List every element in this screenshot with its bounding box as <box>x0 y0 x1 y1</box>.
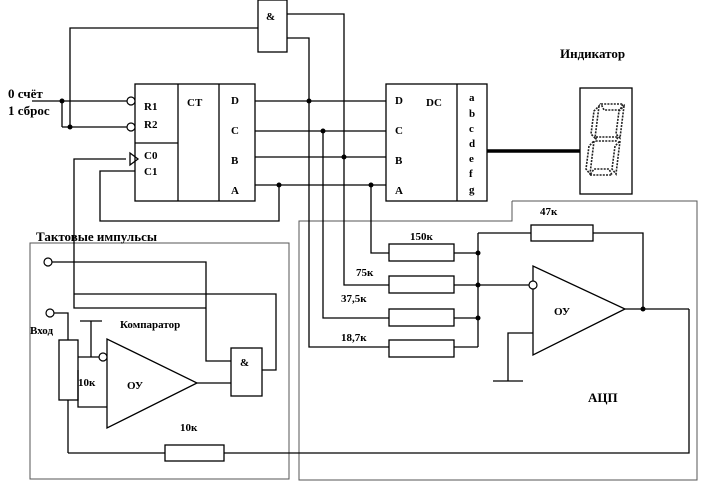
svg-text:&: & <box>240 357 249 369</box>
svg-text:ОУ: ОУ <box>127 380 143 392</box>
decoder-pin-c: C <box>395 125 403 137</box>
adc-section-frame <box>298 200 698 481</box>
counter-pin-c: C <box>231 125 239 137</box>
counter-pin-b: B <box>231 155 239 167</box>
decoder-seg-c: c <box>469 123 474 135</box>
decoder-pin-d: D <box>395 95 403 107</box>
clock-section-frame <box>29 242 290 480</box>
seven-segment-indicator <box>579 87 633 195</box>
decoder-seg-g: g <box>469 184 475 196</box>
decoder-block: DC D C B A a b c d e f g <box>385 83 488 202</box>
counter-pin-c1: C1 <box>144 166 157 178</box>
resistor-75-label: 75к <box>356 267 374 279</box>
comparator-opamp: ОУ <box>98 337 199 430</box>
resistor-150-label: 150к <box>410 231 434 243</box>
decoder-pin-a: A <box>395 185 403 197</box>
counter-pin-c0: C0 <box>144 150 158 162</box>
and-gate-bottom: & <box>230 347 263 397</box>
svg-text:ОУ: ОУ <box>554 306 570 318</box>
resistor-ladder: 150к 75к 37,5к 18,7к <box>341 231 455 358</box>
reset-mode-label: 1 сброс <box>8 103 50 118</box>
decoder-seg-d: d <box>469 138 475 150</box>
decoder-seg-b: b <box>469 108 475 120</box>
counter-block: CT R1 R2 C0 C1 D C B A <box>126 83 256 202</box>
decoder-title: DC <box>426 97 442 109</box>
resistor-18-label: 18,7к <box>341 332 367 344</box>
adc-opamp: ОУ <box>528 264 627 357</box>
adc-label: АЦП <box>588 390 618 405</box>
counter-pin-d: D <box>231 95 239 107</box>
decoder-seg-a: a <box>469 92 475 104</box>
counter-pin-a: A <box>231 185 239 197</box>
decoder-seg-f: f <box>469 168 473 180</box>
indicator-label: Индикатор <box>560 46 625 61</box>
counter-pin-r2: R2 <box>144 119 158 131</box>
count-mode-label: 0 счёт <box>8 86 43 101</box>
decoder-pin-b: B <box>395 155 403 167</box>
comparator-label: Компаратор <box>120 319 180 331</box>
and-gate-top: & <box>257 0 288 53</box>
decoder-seg-e: e <box>469 153 474 165</box>
counter-pin-r1: R1 <box>144 101 157 113</box>
clock-pulses-label: Тактовые импульсы <box>36 229 157 244</box>
input-label: Вход <box>30 325 53 337</box>
input-pot-label: 10к <box>78 377 96 389</box>
bottom-resistor-label: 10к <box>180 422 198 434</box>
svg-text:&: & <box>266 11 275 23</box>
resistor-37-label: 37,5к <box>341 293 367 305</box>
counter-title: CT <box>187 97 203 109</box>
resistor-47-label: 47к <box>540 206 558 218</box>
